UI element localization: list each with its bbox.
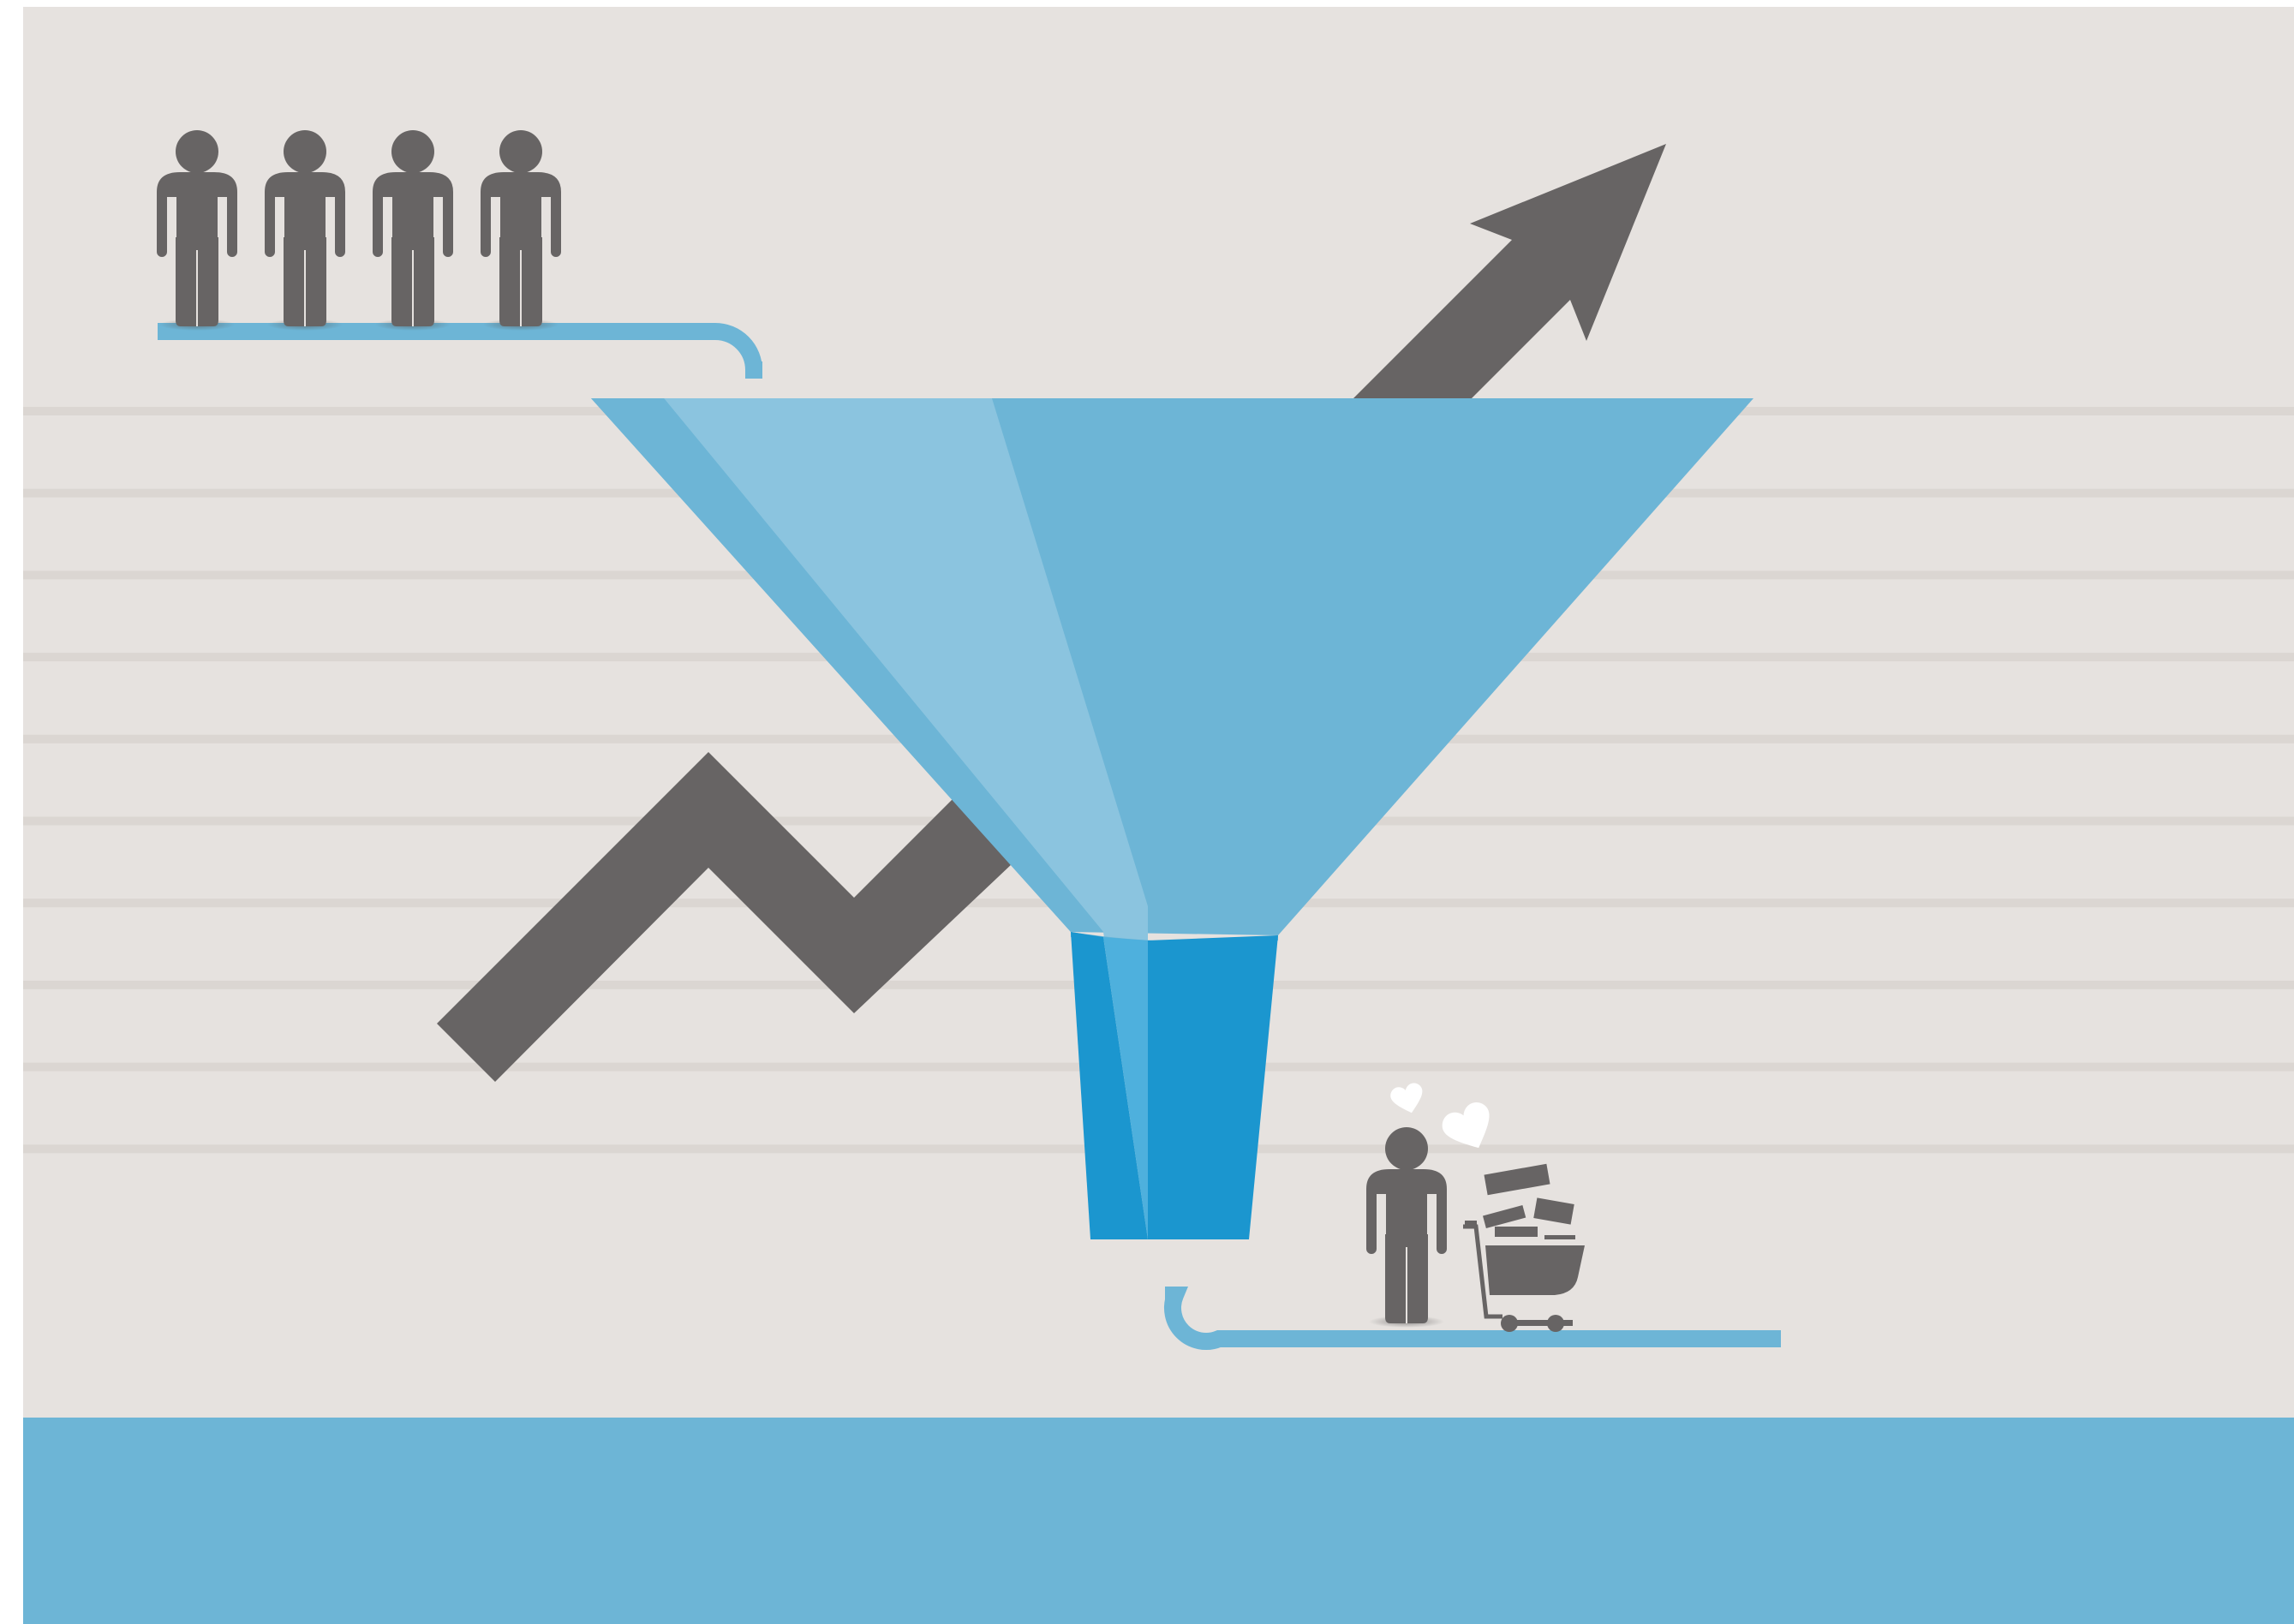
shopping-cart-icon bbox=[1463, 1163, 1585, 1332]
top-ledge bbox=[158, 323, 762, 379]
bottom-ledge bbox=[1164, 1287, 1781, 1350]
floor-band bbox=[23, 1418, 2294, 1624]
funnel-icon bbox=[591, 398, 1753, 1239]
trend-arrow-icon bbox=[437, 144, 1666, 1082]
